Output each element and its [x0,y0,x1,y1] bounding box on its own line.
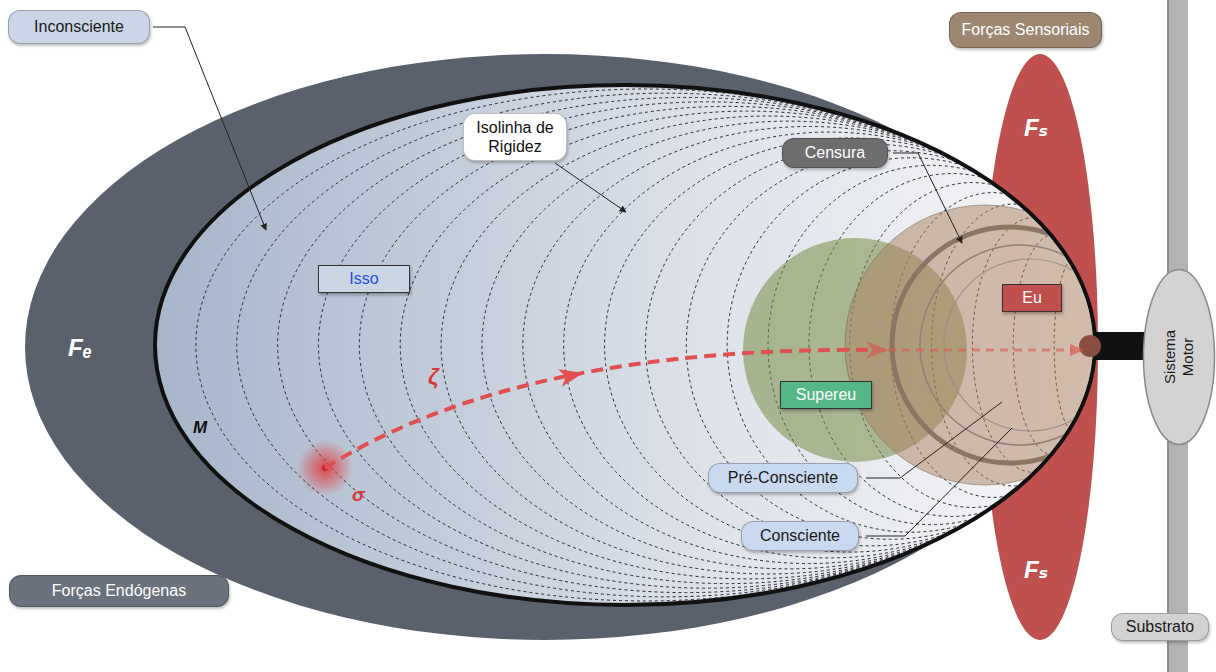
drive-arrowhead [558,364,585,387]
leader-line [153,27,266,230]
node-text: Forças Sensoriais [961,20,1089,39]
preconscious-circle [920,245,1120,445]
concept-label: Isolinha de Rigidez [463,113,567,161]
concept-label: Censura [782,138,888,168]
motor-port [1079,335,1101,357]
node-text: Consciente [760,526,840,545]
drive-arrowhead [1070,344,1084,356]
censorship-ring [892,227,1128,463]
leader-line [555,163,626,212]
node-text: Censura [805,143,865,162]
symbol-label: ζ [428,364,439,390]
region-label: Consciente [741,521,859,551]
node-text: Inconsciente [34,17,124,36]
region-label: Pré-Consciente [708,463,858,493]
node-text: Isso [349,269,378,288]
leader-line [866,428,1012,536]
node-text: Forças Endógenas [52,581,186,600]
region-label: Forças Sensoriais [949,12,1102,48]
symbol-label: Fₛ [1024,114,1048,142]
node-text: Eu [1022,288,1042,307]
conscious-circle [944,259,1116,431]
symbol-label: M [193,418,207,438]
node-text: Substrato [1126,617,1194,636]
motor-system: Sistema Motor [1142,268,1216,446]
region-label: Inconsciente [8,10,150,44]
leader-line [893,153,962,243]
region-label: Substrato [1111,613,1209,641]
leader-line [866,402,1002,478]
node-text: Isolinha de Rigidez [470,118,560,156]
region-label: Forças Endógenas [9,575,229,607]
drive-arrowhead [866,341,888,359]
instance-box: Supereu [780,381,872,409]
symbol-label: σ [352,484,365,506]
instance-box: Eu [1002,284,1062,312]
instance-box: Isso [318,265,410,293]
node-text: Sistema Motor [1161,322,1197,392]
drive-path [325,350,885,468]
ego-circle [845,205,1125,485]
drive-path-conscious [888,349,1072,352]
symbol-label: Fₑ [68,334,92,362]
symbol-label: Fₛ [1024,556,1048,584]
node-text: Supereu [796,385,857,404]
node-text: Pré-Consciente [728,468,838,487]
